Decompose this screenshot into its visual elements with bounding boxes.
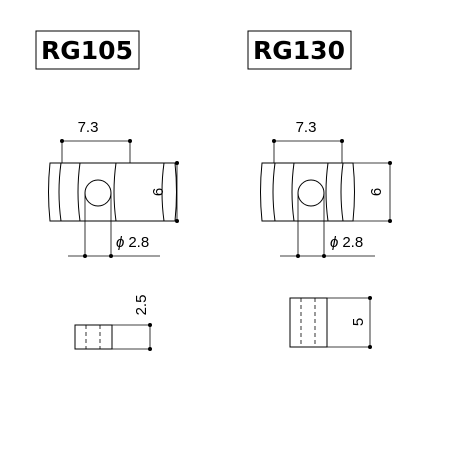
rg130-side-label: 5	[350, 318, 367, 326]
rg105-side-label: 2.5	[133, 295, 150, 316]
rg105-side-dimension: 2.5	[112, 295, 152, 351]
rg105-height-dimension: 6	[150, 161, 179, 223]
rg105-width-label: 7.3	[78, 119, 99, 136]
rg130-side-view	[289, 297, 328, 348]
rg130-height-dimension: 6	[343, 161, 392, 223]
rg105-hole	[84, 179, 112, 207]
rg105-side-view	[74, 324, 113, 350]
rg130-width-label: 7.3	[296, 119, 317, 136]
diameter-symbol: ϕ	[330, 234, 338, 251]
rg130-width-dimension: 7.3	[272, 119, 344, 163]
rg105-hole-value: 2.8	[128, 234, 149, 251]
rg130-group: RG130 7.3 6	[247, 30, 392, 349]
rg130-title: RG130	[253, 36, 345, 65]
rg105-title-box	[35, 30, 140, 70]
rg105-height-label: 6	[150, 188, 167, 196]
rg130-height-label: 6	[368, 188, 385, 196]
rg130-hole	[297, 179, 325, 207]
rg130-hole-value: 2.8	[342, 234, 363, 251]
diameter-symbol: ϕ	[116, 234, 124, 251]
rg105-group: RG105 7.3 6	[35, 30, 179, 351]
rg130-front-view	[260, 162, 355, 222]
rg130-side-dimension: 5	[327, 296, 372, 349]
rg130-title-box	[247, 30, 352, 70]
rg105-width-dimension: 7.3	[60, 119, 132, 163]
rg105-title: RG105	[41, 36, 133, 65]
